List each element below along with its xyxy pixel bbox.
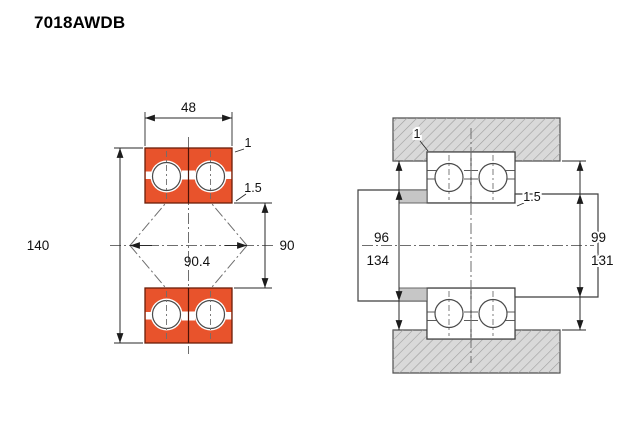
callout-housing-chamfer: 1 xyxy=(412,125,429,152)
drawing-title: 7018AWDB xyxy=(34,13,126,32)
callout-inner-chamfer: 1.5 xyxy=(235,181,262,202)
dim-shaft-abutment-left-label: 96 xyxy=(374,230,389,245)
dim-outer-diameter-label: 140 xyxy=(27,238,50,253)
dim-housing-abutment-right-label: 131 xyxy=(591,253,614,268)
dim-shaft-abutment-right-label: 99 xyxy=(591,230,606,245)
dim-shaft-chamfer-label: 1.5 xyxy=(523,190,540,204)
ball xyxy=(478,298,508,329)
ball xyxy=(434,298,464,329)
housing-top-hatch xyxy=(393,118,560,161)
dim-width-label: 48 xyxy=(181,100,196,115)
dimension-abutment-right: 99 131 xyxy=(562,160,616,331)
dim-outer-chamfer-label: 1 xyxy=(245,136,252,150)
ball xyxy=(434,162,464,193)
dim-housing-abutment-left-label: 134 xyxy=(366,253,389,268)
dimension-load-center: 90.4 xyxy=(130,242,247,269)
ball-centerlines xyxy=(166,151,211,340)
ball xyxy=(478,162,508,193)
contact-line-top-left xyxy=(129,203,166,246)
mounting-view-drawing: 96 134 99 131 1 1.5 xyxy=(357,117,616,374)
dim-inner-chamfer-label: 1.5 xyxy=(244,181,261,195)
callout-shaft-chamfer: 1.5 xyxy=(516,188,543,207)
housing-bottom-hatch xyxy=(393,330,560,373)
dimension-width: 48 xyxy=(144,100,233,146)
front-view-drawing: 48 140 90 90.4 1 1.5 xyxy=(27,100,295,354)
callout-outer-chamfer: 1 xyxy=(234,136,252,153)
shaft-shoulder-left-top xyxy=(398,189,428,204)
ball xyxy=(151,161,182,192)
dim-load-center-label: 90.4 xyxy=(184,254,211,269)
dim-bore-label: 90 xyxy=(279,238,294,253)
shaft-shoulder-left-bottom xyxy=(398,287,428,302)
contact-line-bottom-right xyxy=(211,245,248,288)
ball xyxy=(195,161,226,192)
dimension-outer-diameter: 140 xyxy=(27,147,143,344)
dim-housing-chamfer-label: 1 xyxy=(414,127,421,141)
dimension-abutment-left: 96 134 xyxy=(364,161,403,330)
mounting-view-centerlines xyxy=(362,128,594,363)
contact-line-bottom-left xyxy=(129,245,166,288)
dimension-bore: 90 xyxy=(234,202,295,289)
contact-line-top-right xyxy=(211,203,248,246)
